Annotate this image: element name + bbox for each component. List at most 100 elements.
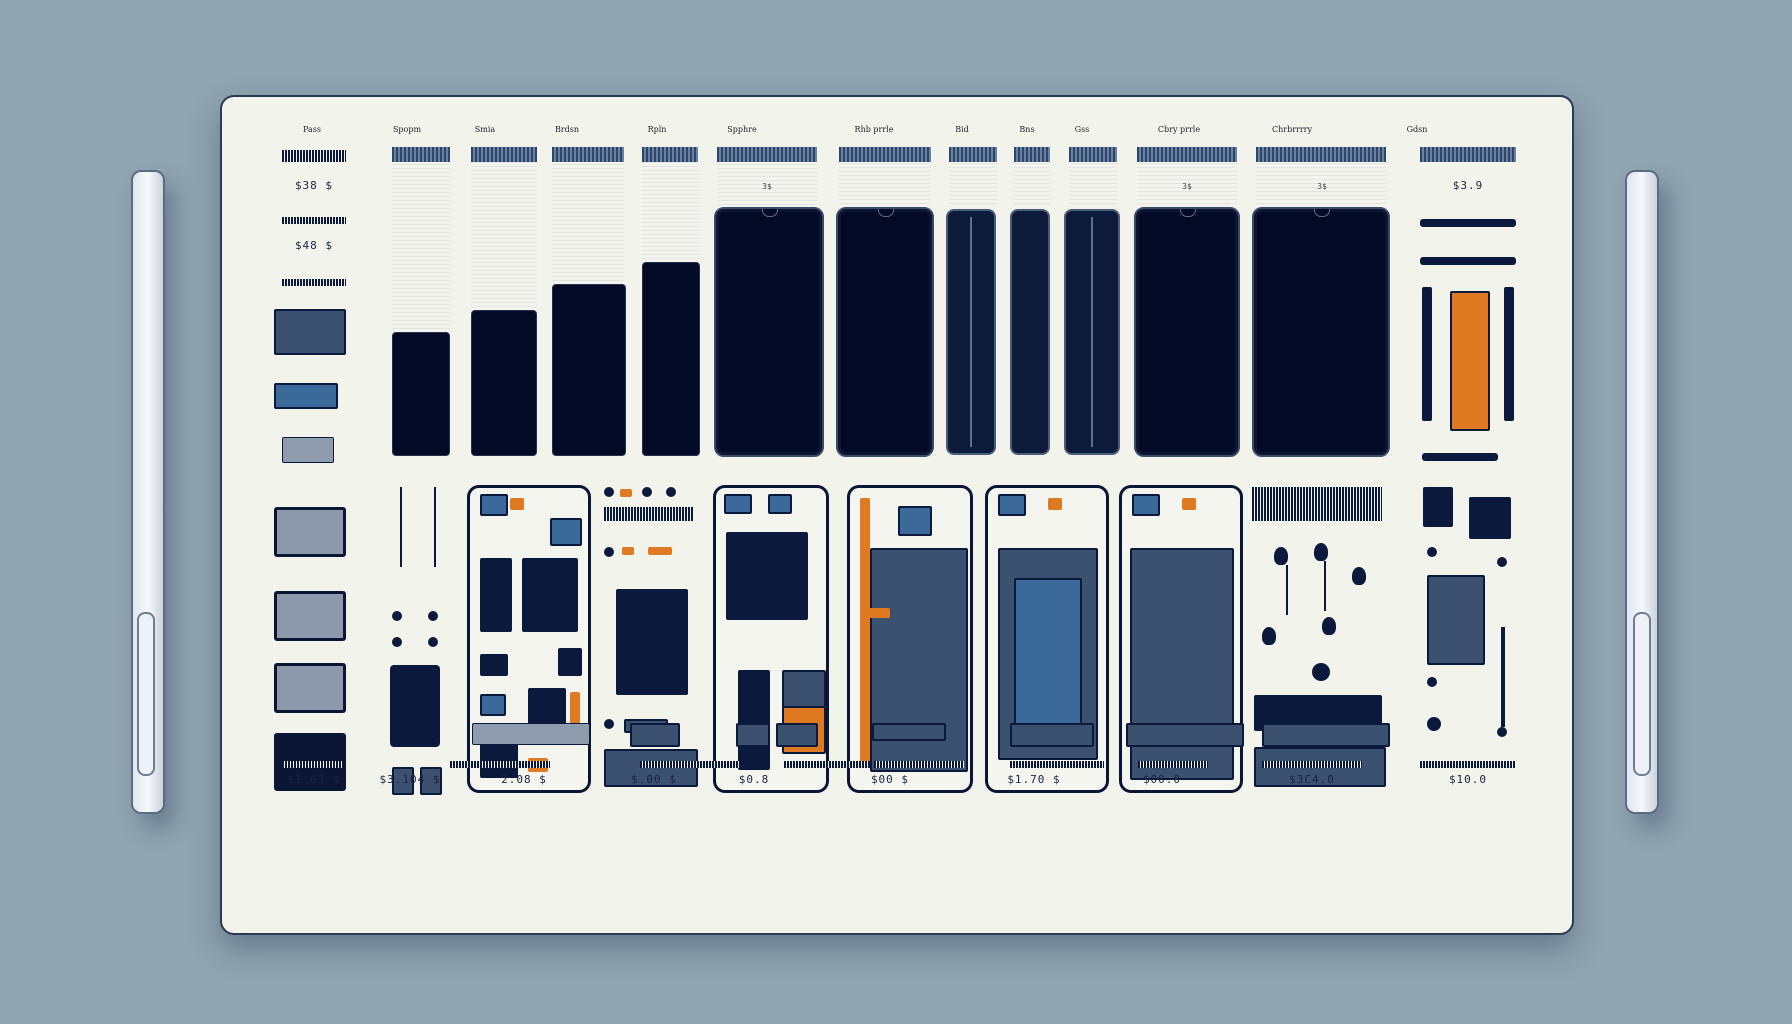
column-price: $00.0	[1142, 773, 1182, 786]
column-label: Spphre	[727, 125, 757, 134]
column-price: $0.8	[738, 773, 770, 786]
phone-front	[714, 207, 824, 457]
bottom-part	[1010, 723, 1094, 747]
column-fade	[717, 162, 817, 212]
bottom-part	[736, 723, 770, 747]
column-fade	[392, 162, 450, 332]
bottom-part	[630, 723, 680, 747]
column-price: $1.70 $	[1007, 773, 1061, 786]
phone-side	[946, 209, 996, 455]
phone-side	[1010, 209, 1050, 455]
bottom-part	[472, 723, 590, 745]
screen-panel	[392, 332, 450, 456]
column-cap	[717, 147, 817, 162]
connector-module	[282, 437, 334, 463]
cap-value: 3$	[1317, 182, 1327, 191]
antenna-pieces	[390, 487, 450, 807]
column-price: $3C4.0	[1289, 773, 1335, 786]
column-cap	[949, 147, 997, 162]
barcode-strip	[640, 761, 740, 768]
column-cap	[471, 147, 537, 162]
column-price: $3.104 $	[379, 773, 441, 786]
barcode-strip	[1262, 761, 1362, 768]
column-label: Chrbrrrry	[1271, 125, 1313, 134]
flex-rod	[1420, 257, 1516, 265]
phone-front	[1134, 207, 1240, 457]
right-value: $3.9	[1452, 179, 1484, 192]
column-fade	[1014, 162, 1050, 207]
column-price: $1.63 $	[287, 773, 341, 786]
column-label: Gss	[1074, 125, 1090, 134]
barcode-strip	[784, 761, 870, 768]
flex-rod	[1420, 219, 1516, 227]
battery-pack	[1450, 291, 1490, 431]
column-label: Rpln	[647, 125, 667, 134]
column-fade	[552, 162, 624, 284]
camera-module	[274, 663, 346, 713]
column-price: $00 $	[870, 773, 910, 786]
column-cap	[839, 147, 931, 162]
column-price: 2.08 $	[501, 773, 547, 786]
column-fade	[1137, 162, 1237, 207]
bottom-part	[872, 723, 946, 741]
circuit-board	[847, 485, 973, 793]
barcode-strip	[874, 761, 964, 768]
connector-module	[274, 383, 338, 409]
column-label: Spopm	[392, 125, 422, 134]
screen-panel	[642, 262, 700, 456]
column-label: Pass	[302, 125, 321, 134]
column-fade	[471, 162, 537, 310]
column-cap	[1014, 147, 1050, 162]
left-stand-clip	[137, 612, 155, 776]
chip-module	[274, 309, 346, 355]
column-label: Cbry prrle	[1157, 125, 1201, 134]
bottom-part	[1126, 723, 1244, 747]
column-cap	[1256, 147, 1386, 162]
barcode-strip	[1420, 761, 1516, 768]
battery-strip	[1422, 287, 1432, 421]
column-fade	[839, 162, 931, 207]
bottom-part	[397, 723, 433, 741]
bottom-part	[776, 723, 818, 747]
column-cap	[1137, 147, 1237, 162]
column-fade	[642, 162, 698, 262]
camera-module	[274, 507, 346, 557]
barcode-strip	[282, 761, 342, 768]
cap-value: 3$	[762, 182, 772, 191]
circuit-board	[467, 485, 591, 793]
column-fade	[1256, 162, 1386, 207]
column-fade	[1069, 162, 1117, 207]
column-label: Smia	[474, 125, 496, 134]
left-value: $48 $	[294, 239, 334, 252]
column-cap	[392, 147, 450, 162]
column-label: Bns	[1019, 125, 1035, 134]
column-price: $.00 $	[631, 773, 677, 786]
barcode-strip	[450, 761, 550, 768]
left-stand	[131, 170, 165, 814]
column-label: Brdsn	[554, 125, 580, 134]
left-value: $38 $	[294, 179, 334, 192]
column-cap	[1069, 147, 1117, 162]
bottom-part	[1262, 723, 1390, 747]
column-fade	[949, 162, 997, 207]
screen-panel	[552, 284, 626, 456]
barcode-strip	[282, 279, 346, 286]
component-board: Pass Spopm Smia Brdsn Rpln Spphre Rhb pr…	[220, 95, 1574, 935]
phone-front	[836, 207, 934, 457]
cap-value: 3$	[1182, 182, 1192, 191]
phone-side	[1064, 209, 1120, 455]
right-stand-clip	[1633, 612, 1651, 776]
column-price: $10.0	[1448, 773, 1488, 786]
screen-panel	[471, 310, 537, 456]
camera-module	[274, 591, 346, 641]
column-label: Bid	[955, 125, 969, 134]
accessories	[1417, 487, 1517, 807]
column-cap	[552, 147, 624, 162]
column-cap	[642, 147, 698, 162]
column-label: Gdsn	[1406, 125, 1428, 134]
barcode-strip	[282, 217, 346, 224]
phone-front	[1252, 207, 1390, 457]
column-cap	[1420, 147, 1516, 162]
battery-strip	[1504, 287, 1514, 421]
barcode-strip	[1138, 761, 1208, 768]
